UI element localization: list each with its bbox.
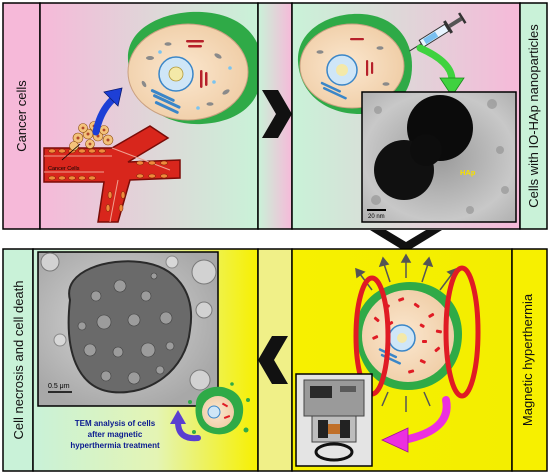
caption-line-2: after magnetic <box>88 430 143 439</box>
panel-magnetic-hyperthermia: Magnetic hyperthermia <box>291 248 548 472</box>
panel-cells-with-nanoparticles: Cells with IO-HAp nanoparticles <box>291 2 548 230</box>
label-hap: HAp <box>460 168 476 177</box>
hyperthermia-device-photo <box>295 373 373 467</box>
tem-caption: TEM analysis of cells after magnetic hyp… <box>70 419 160 450</box>
blood-vessel-illustration: Cancer Cells <box>43 121 181 223</box>
purple-arrow-head <box>170 410 186 424</box>
label-cancer-cells: Cancer cells <box>14 80 29 152</box>
green-arrow <box>416 44 456 84</box>
panel-cell-death: Cell necrosis and cell death 0.5 μm TEM <box>2 248 259 472</box>
tem-scale-bar-label: 20 nm <box>368 214 385 220</box>
label-magnetic-hyperthermia: Magnetic hyperthermia <box>520 293 535 426</box>
dying-cell-illustration <box>188 382 250 435</box>
chevron-left-icon <box>257 248 293 472</box>
chevron-down-icon <box>370 230 442 252</box>
label-cell-death: Cell necrosis and cell death <box>11 281 26 440</box>
tem-image-nanoparticles: HAp 20 nm <box>361 91 517 223</box>
label-cells-with-nanoparticles: Cells with IO-HAp nanoparticles <box>526 24 541 208</box>
blue-arrow-head <box>103 87 123 107</box>
purple-arrow <box>175 419 201 442</box>
label-cancer-cells-inset: Cancer Cells <box>48 166 80 172</box>
chevron-right-icon <box>257 2 293 230</box>
tem-image-cell: 0.5 μm <box>37 251 219 407</box>
magnetic-field-arrows <box>355 253 457 412</box>
tem-cell-scale-bar-label: 0.5 μm <box>48 383 70 390</box>
panel-cancer-cells: Cancer cells <box>2 2 263 230</box>
caption-line-3: hyperthermia treatment <box>70 441 160 450</box>
caption-line-1: TEM analysis of cells <box>75 419 156 428</box>
coil-right <box>443 265 481 399</box>
syringe-icon <box>409 12 467 52</box>
blue-arrow <box>92 96 116 136</box>
cell-illustration <box>297 13 412 114</box>
magenta-arrow-head <box>381 427 409 453</box>
cancer-cell-illustration <box>127 11 263 125</box>
green-arrow-head <box>439 77 465 97</box>
magenta-arrow <box>400 396 451 444</box>
